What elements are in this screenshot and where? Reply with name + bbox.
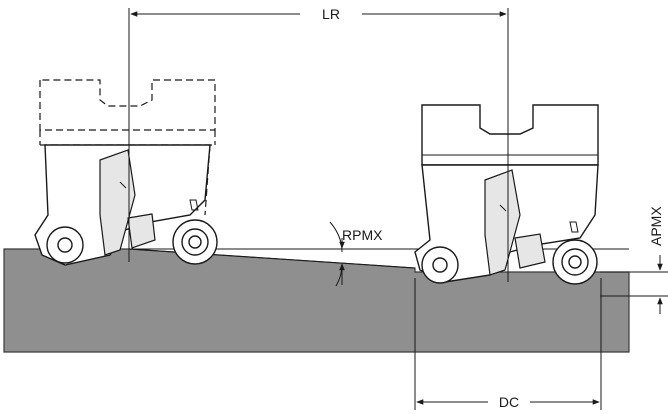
rpmx-arc	[329, 221, 343, 253]
cutter-right-body	[414, 104, 599, 285]
rpmx-arc-bottom	[335, 263, 343, 287]
rpmx-label: RPMX	[342, 227, 383, 243]
lr-label: LR	[322, 6, 340, 22]
dc-label: DC	[499, 394, 519, 410]
apmx-label: APMX	[648, 206, 664, 246]
cutter-left-body	[34, 144, 218, 266]
